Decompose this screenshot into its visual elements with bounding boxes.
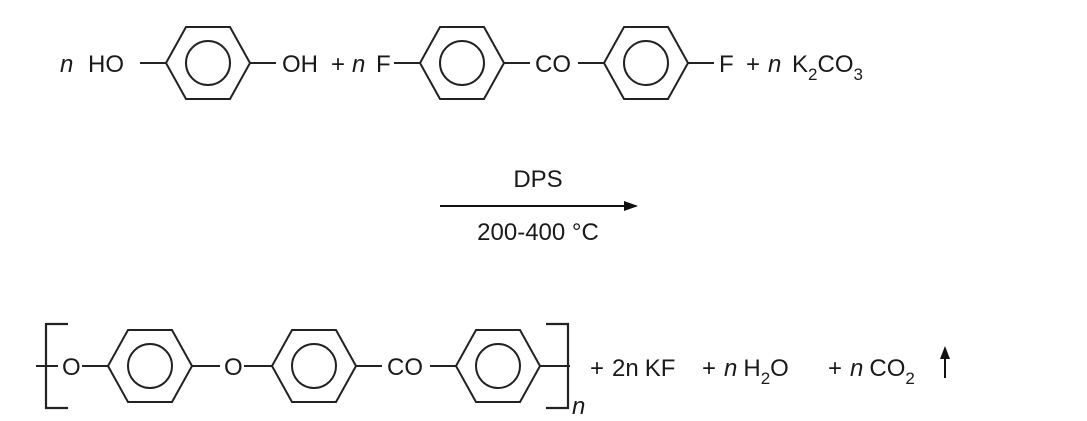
subscript-three: 3 [853,65,862,84]
water-coefficient: n [724,355,737,382]
reaction-conditions: DPS 200-400 °C [440,166,638,246]
ether-oxygen-left-label: O [62,354,81,381]
plus-sign: + [590,355,604,382]
carbonyl-label: CO [387,354,423,381]
co2-formula: CO [869,355,905,382]
gas-evolution-arrow-icon [940,346,950,378]
hydroxyl-right-label: OH [282,51,318,78]
plus-sign: + [746,51,760,78]
ether-oxygen-mid-label: O [224,354,243,381]
potassium-symbol: K [792,51,808,78]
fluorine-left-label: F [376,51,391,78]
benzene-ring-icon [603,26,689,100]
potassium-carbonate-label: K2CO3 [792,51,863,84]
carbonyl-label: CO [535,51,571,78]
co2-coefficient: n [850,355,863,382]
polymer-bracket-icon [44,322,68,410]
kf-coefficient: 2n [612,355,639,382]
coefficient-n: n [768,51,781,78]
plus-sign: + [702,355,716,382]
temperature-label: 200-400 °C [477,219,599,246]
fluorine-right-label: F [719,51,734,78]
repeat-unit-n: n [572,393,585,420]
carbonate-co: CO [817,51,853,78]
benzene-ring-icon [107,329,193,403]
plus-sign: + [828,355,842,382]
kf-formula: KF [645,355,676,382]
plus-sign: + [331,51,345,78]
hydroxyl-left-label: HO [88,51,124,78]
subscript-two: 2 [761,369,770,388]
solvent-label: DPS [513,166,562,193]
benzene-ring-icon [455,329,541,403]
benzene-ring-icon [419,26,505,100]
reactants-row: n HO OH + n F CO F + n K2CO3 [60,26,863,100]
oxygen-symbol: O [770,355,789,382]
coefficient-n: n [352,51,365,78]
polymer-bracket-icon [546,322,570,410]
coefficient-n: n [60,51,73,78]
benzene-ring-icon [165,26,251,100]
subscript-two: 2 [808,65,817,84]
hydrogen-symbol: H [743,355,760,382]
benzene-ring-icon [271,329,357,403]
subscript-two: 2 [905,369,914,388]
